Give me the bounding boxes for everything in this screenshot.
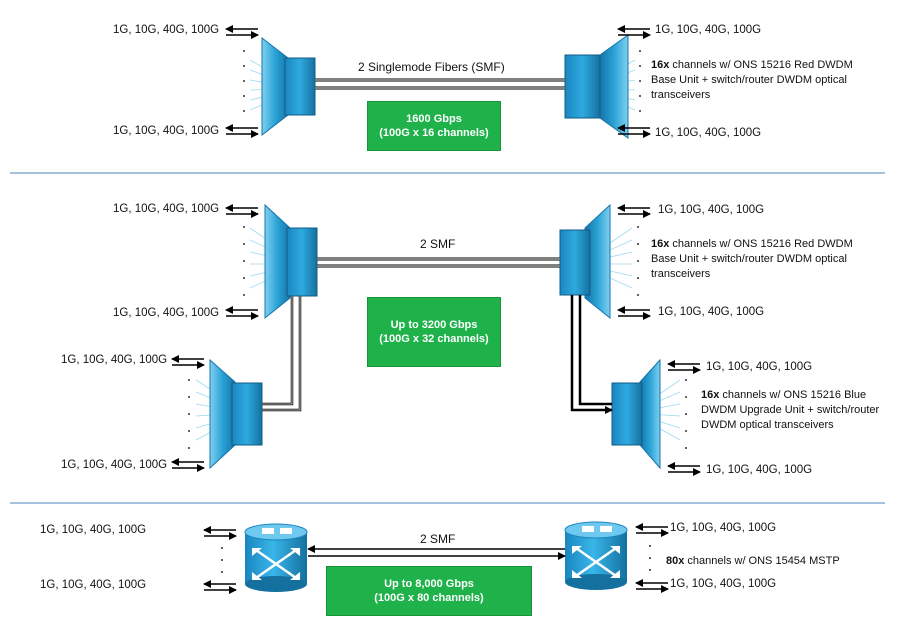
fiber-link-label: 2 SMF	[420, 237, 456, 251]
mux-left-s2	[243, 203, 318, 320]
capacity-box: 1600 Gbps (100G x 16 channels)	[367, 101, 501, 151]
client-arrows	[225, 25, 651, 138]
fiber-link-label: 2 SMF	[420, 532, 456, 546]
rate-label: 1G, 10G, 40G, 100G	[40, 524, 147, 536]
capacity-detail: (100G x 32 channels)	[379, 333, 489, 345]
rate-label: 1G, 10G, 40G, 100G	[706, 361, 813, 373]
mux-right-upgrade-s2	[611, 358, 687, 470]
capacity-box: Up to 8,000 Gbps (100G x 80 channels)	[326, 566, 532, 616]
rate-label: 1G, 10G, 40G, 100G	[655, 24, 762, 36]
mux-right-s2	[559, 203, 639, 320]
rate-label: 1G, 10G, 40G, 100G	[706, 464, 813, 476]
channel-description: 80x channels w/ ONS 15454 MSTP	[666, 554, 876, 569]
channel-detail: channels w/ ONS 15216 Red DWDM Base Unit…	[651, 59, 853, 101]
channel-detail: channels w/ ONS 15216 Blue DWDM Upgrade …	[701, 389, 880, 431]
capacity-value: Up to 8,000 Gbps	[384, 578, 474, 590]
channel-detail: channels w/ ONS 15454 MSTP	[684, 555, 840, 567]
channel-dots	[221, 545, 651, 573]
rate-label: 1G, 10G, 40G, 100G	[670, 522, 777, 534]
fiber-link-s1	[315, 78, 565, 90]
rate-label: 1G, 10G, 40G, 100G	[113, 307, 220, 319]
capacity-value: 1600 Gbps	[406, 113, 462, 125]
mux-left-s1	[243, 36, 316, 137]
rate-label: 1G, 10G, 40G, 100G	[61, 459, 168, 471]
rate-label: 1G, 10G, 40G, 100G	[113, 24, 220, 36]
router-left-s3	[244, 523, 308, 592]
capacity-value: Up to 3200 Gbps	[390, 319, 478, 331]
rate-label: 1G, 10G, 40G, 100G	[113, 125, 220, 137]
rate-label: 1G, 10G, 40G, 100G	[655, 127, 762, 139]
rate-label: 1G, 10G, 40G, 100G	[658, 306, 765, 318]
fiber-link-s3	[307, 545, 566, 560]
channel-description: 16x channels w/ ONS 15216 Red DWDM Base …	[651, 58, 876, 103]
rate-label: 1G, 10G, 40G, 100G	[40, 579, 147, 591]
mux-right-s1	[564, 34, 641, 139]
client-arrows	[171, 204, 701, 476]
channel-detail: channels w/ ONS 15216 Red DWDM Base Unit…	[651, 238, 853, 280]
channel-count: 16x	[701, 389, 720, 401]
capacity-box: Up to 3200 Gbps (100G x 32 channels)	[367, 297, 501, 367]
capacity-detail: (100G x 80 channels)	[374, 592, 484, 604]
channel-count: 16x	[651, 238, 670, 250]
channel-count: 16x	[651, 59, 670, 71]
rate-label: 1G, 10G, 40G, 100G	[658, 204, 765, 216]
mux-left-upgrade-s2	[188, 358, 263, 470]
capacity-detail: (100G x 16 channels)	[379, 127, 489, 139]
channel-description: 16x channels w/ ONS 15216 Red DWDM Base …	[651, 237, 876, 282]
rate-label: 1G, 10G, 40G, 100G	[61, 354, 168, 366]
channel-description: 16x channels w/ ONS 15216 Blue DWDM Upgr…	[701, 388, 886, 433]
router-right-s3	[564, 521, 628, 590]
rate-label: 1G, 10G, 40G, 100G	[670, 578, 777, 590]
rate-label: 1G, 10G, 40G, 100G	[113, 203, 220, 215]
client-arrows	[203, 523, 669, 594]
upgrade-fiber-right	[570, 295, 613, 414]
fiber-link-s2	[317, 257, 560, 268]
channel-count: 80x	[666, 555, 685, 567]
fiber-link-label: 2 Singlemode Fibers (SMF)	[358, 60, 505, 74]
